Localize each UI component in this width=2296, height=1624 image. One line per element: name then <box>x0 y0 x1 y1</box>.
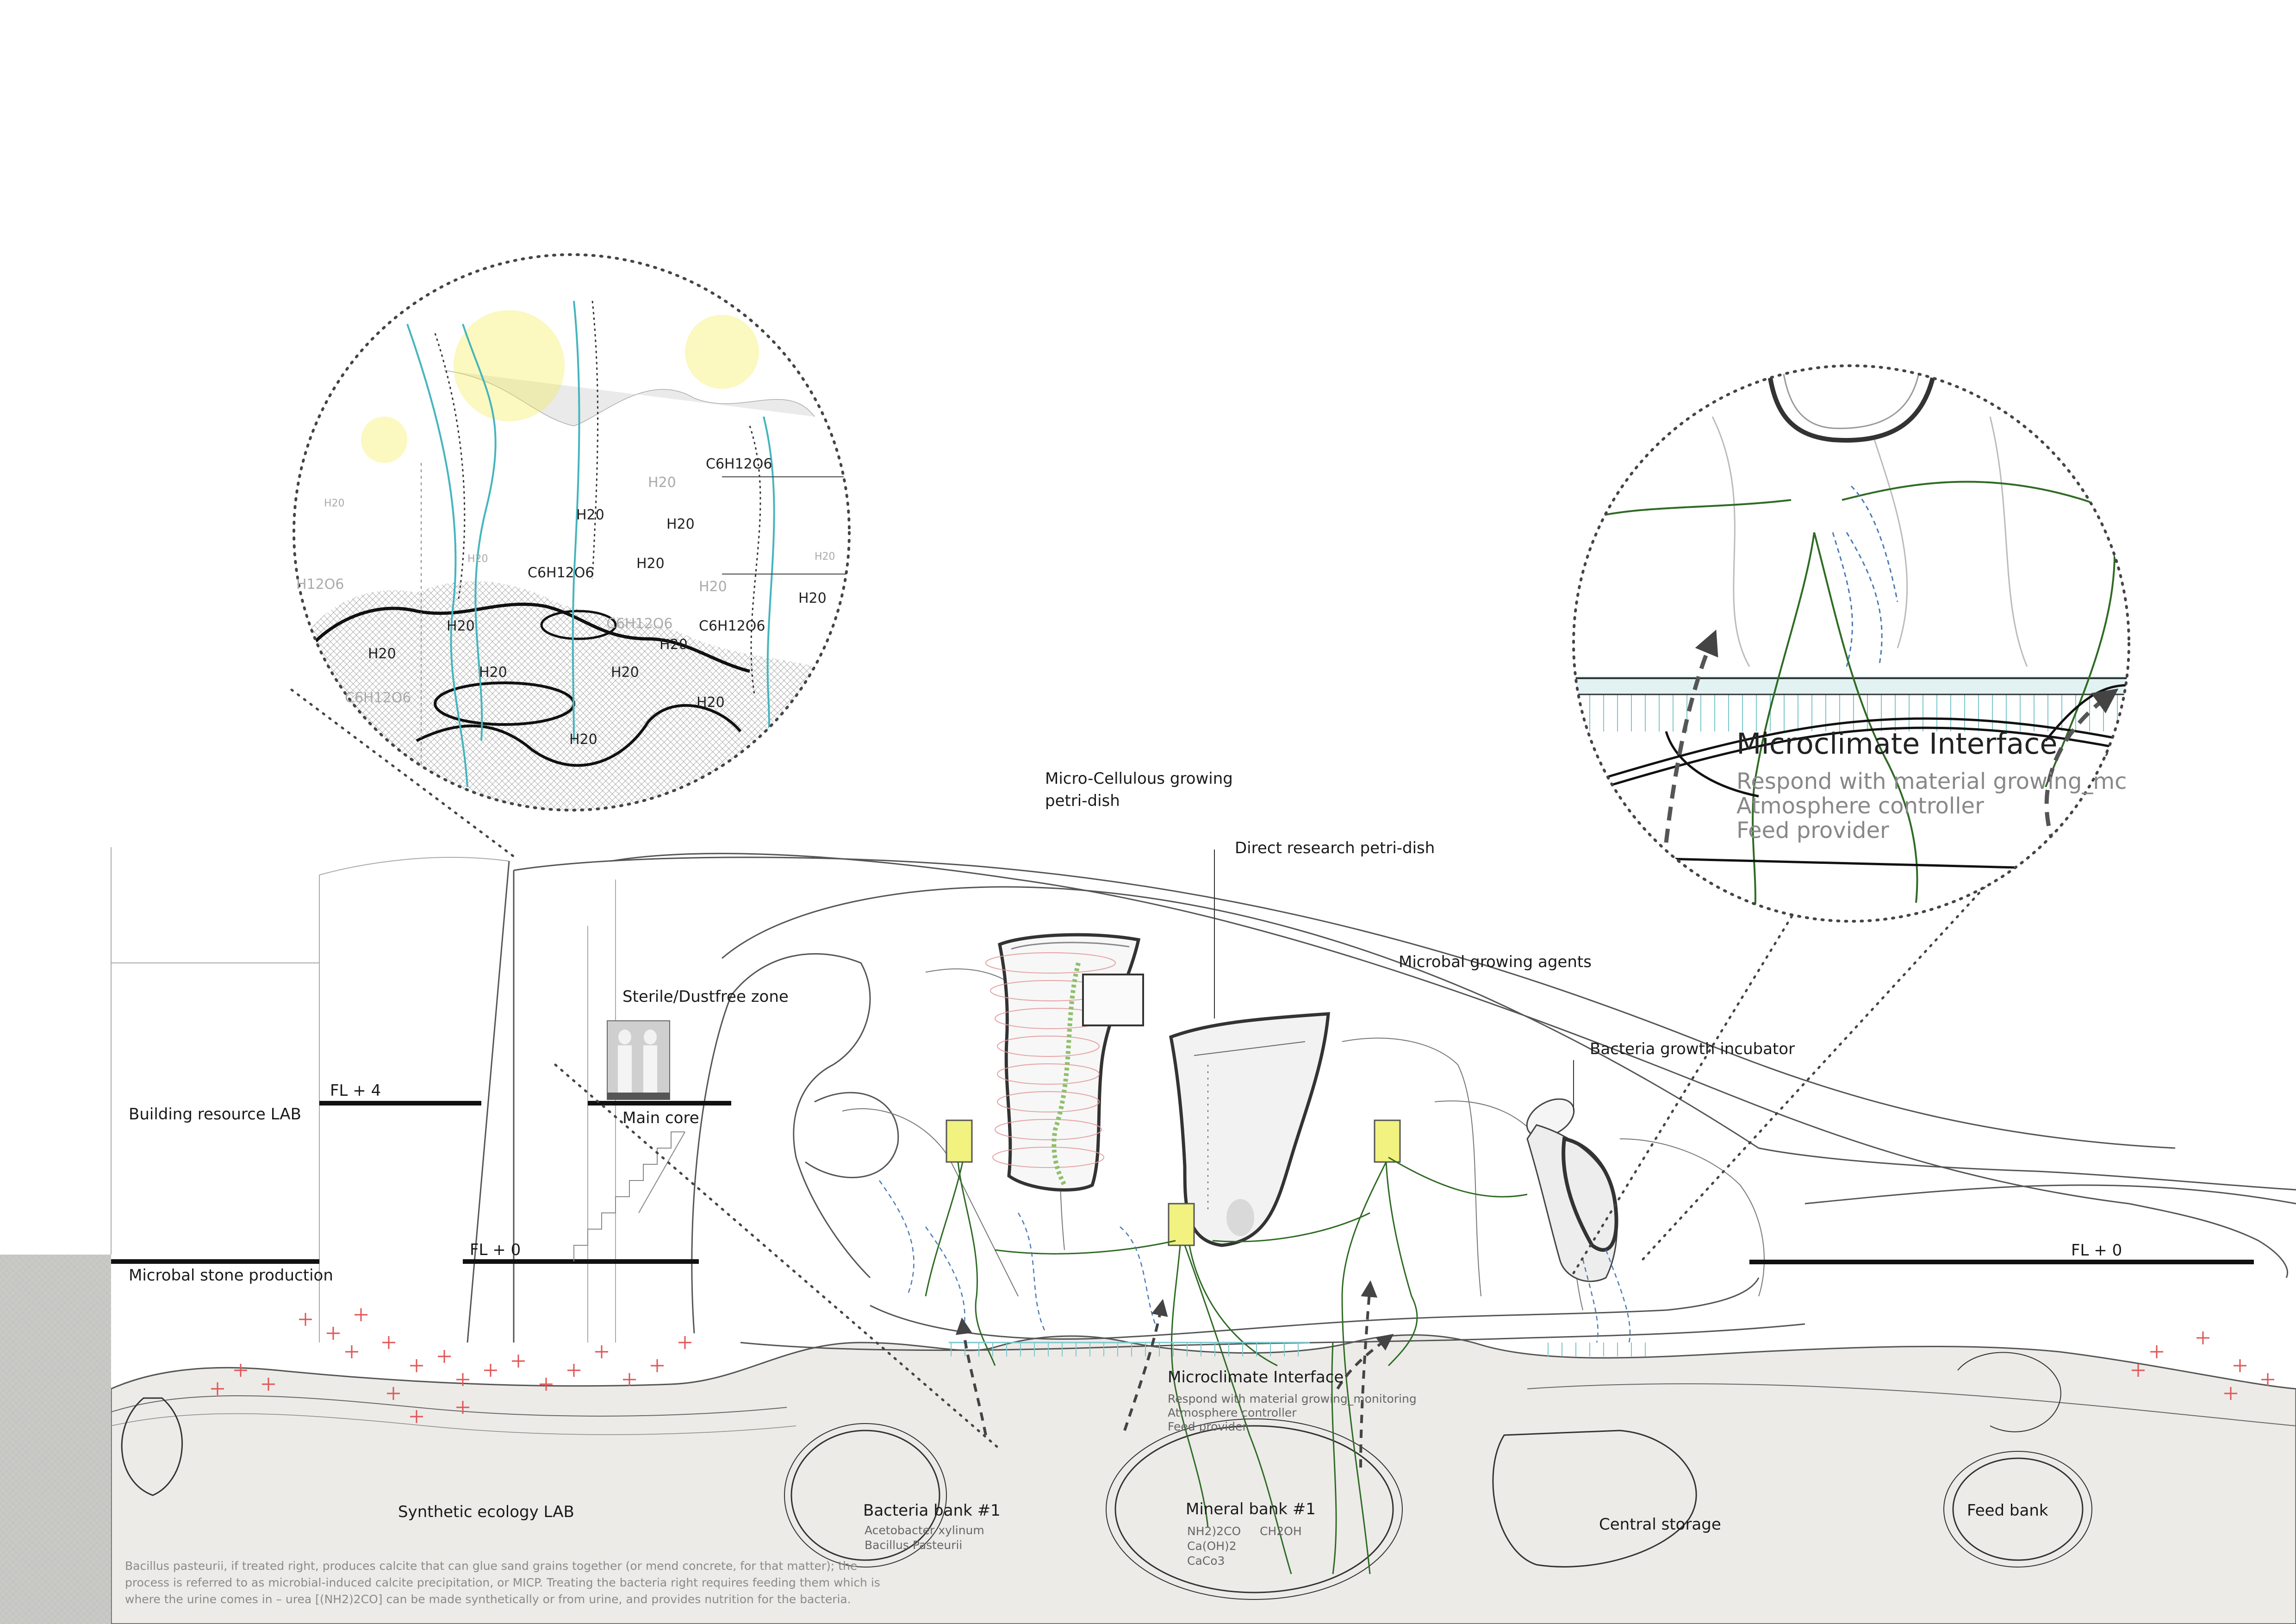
microclimate-detail: Feed provider <box>1168 1420 1247 1433</box>
upward-dashed-arrows <box>955 1280 1394 1468</box>
chem-label: C6H12O6 <box>699 618 765 634</box>
red-cross-markers <box>211 1308 2274 1423</box>
main-core-stair <box>573 1131 685 1262</box>
zoom-microclimate-line: Feed provider <box>1736 818 1889 843</box>
label-fl-plus-0-left: FL + 0 <box>470 1241 521 1259</box>
lab-envelope <box>513 853 2296 1351</box>
chem-label: H20 <box>569 731 597 748</box>
chem-label: H20 <box>699 579 727 595</box>
chem-label: H20 <box>636 556 665 572</box>
microclimate-detail: Atmosphere controller <box>1168 1406 1297 1419</box>
chem-label: C6H12O6 <box>706 456 772 472</box>
chem-label: H20 <box>815 551 835 562</box>
mineral-item: Ca(OH)2 <box>1187 1539 1237 1553</box>
micro-cellulous-petri-dish <box>985 933 1144 1192</box>
zoom-circle-left <box>292 253 851 812</box>
zoom-microclimate-line: Atmosphere controller <box>1736 793 1984 819</box>
chem-label: H20 <box>798 590 827 606</box>
chem-label: H20 <box>368 646 396 662</box>
chem-label: H20 <box>648 475 676 491</box>
mineral-item: CH2OH <box>1260 1524 1302 1538</box>
label-direct-research: Direct research petri-dish <box>1235 839 1435 857</box>
label-building-resource-lab: Building resource LAB <box>129 1105 301 1124</box>
bacteria-bank-item: Acetobacter xylinum <box>865 1524 984 1537</box>
bacteria-bank-item: Bacillus Pasteurii <box>865 1538 963 1552</box>
label-sterile-zone: Sterile/Dustfree zone <box>622 987 789 1006</box>
chem-label: H20 <box>576 507 604 523</box>
chem-label: H20 <box>697 694 725 711</box>
chem-label: H20 <box>447 618 475 634</box>
label-microbal-stone: Microbal stone production <box>129 1266 333 1285</box>
label-bacteria-bank: Bacteria bank #1 <box>863 1501 1001 1520</box>
mineral-item: NH2)2CO <box>1187 1524 1241 1538</box>
chem-label: C6H12O6 <box>345 690 411 706</box>
underground-pods <box>121 1352 2092 1600</box>
microclimate-interface-rails <box>949 1342 1657 1356</box>
zoom-circle-right <box>1572 364 2130 923</box>
label-mineral-bank: Mineral bank #1 <box>1186 1500 1316 1518</box>
chem-label: C6H12O6 <box>606 616 673 632</box>
label-microbal-agents: Microbal growing agents <box>1399 953 1592 971</box>
bacteria-growth-incubator <box>1526 1060 1618 1282</box>
chem-label: C6H12O6 <box>528 565 594 581</box>
label-synthetic-lab: Synthetic ecology LAB <box>398 1503 574 1521</box>
label-fl-plus-0-right: FL + 0 <box>2071 1241 2122 1260</box>
label-micro-cellulous: Micro-Cellulous growing <box>1045 769 1233 788</box>
chem-label: H20 <box>660 637 688 653</box>
microclimate-detail: Respond with material growing_monitoring <box>1168 1392 1417 1405</box>
microbal-growing-agents-roots <box>925 1156 1528 1574</box>
chem-label: H20 <box>467 553 488 565</box>
sterile-zone-photo <box>607 1020 670 1100</box>
label-bacteria-incubator: Bacteria growth incubator <box>1590 1040 1795 1058</box>
zoom-microclimate-line: Respond with material growing_mc <box>1736 768 2127 794</box>
floor-slabs <box>111 1101 2254 1264</box>
mineral-item: CaCo3 <box>1187 1554 1225 1568</box>
label-central-storage: Central storage <box>1599 1515 1721 1534</box>
caption-text: Bacillus pasteurii, if treated right, pr… <box>125 1559 880 1606</box>
chem-label: H12O6 <box>296 576 344 593</box>
label-micro-cellulous-2: petri-dish <box>1045 792 1120 810</box>
chem-label: H20 <box>666 516 695 532</box>
chem-label: H20 <box>324 498 345 509</box>
label-fl-plus-4: FL + 4 <box>330 1081 381 1100</box>
label-main-core: Main core <box>622 1109 699 1127</box>
label-feed-bank: Feed bank <box>1967 1501 2048 1520</box>
zoom-microclimate-title: Microclimate Interface <box>1736 727 2058 761</box>
label-microclimate-interface: Microclimate Interface <box>1168 1368 1344 1387</box>
chem-label: H20 <box>611 664 639 681</box>
chem-label: H20 <box>479 664 507 681</box>
direct-research-petri-dish <box>1169 849 1330 1247</box>
